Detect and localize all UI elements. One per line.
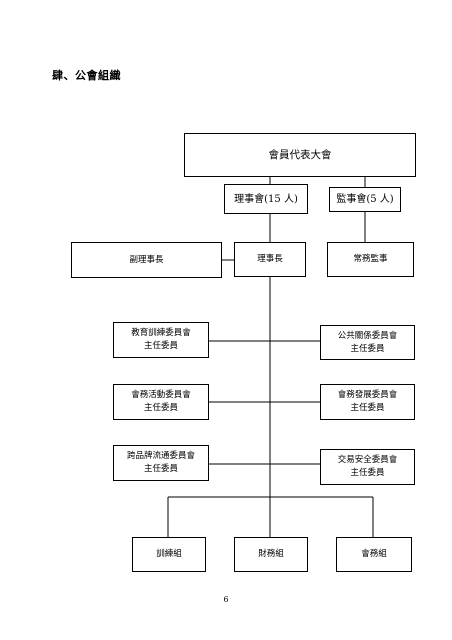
finance-group-box: 財務組 <box>234 537 308 572</box>
education-committee-name: 教育訓練委員會 <box>131 328 191 338</box>
trade-safety-committee-name: 交易安全委員會 <box>337 455 398 465</box>
page-number: 6 <box>223 595 229 604</box>
finance-group-label: 財務組 <box>258 549 284 559</box>
cross-brand-committee-name: 跨品牌流通委員會 <box>126 451 195 461</box>
chair-label: 理事長 <box>257 254 283 264</box>
education-committee-role: 主任委員 <box>143 341 178 351</box>
board-label: 理事會(15 人) <box>234 193 298 205</box>
trade-safety-committee-box: 交易安全委員會 主任委員 <box>320 449 415 485</box>
vice-chair-label: 副理事長 <box>129 254 164 265</box>
supervisors-label: 監事會(5 人) <box>336 194 394 205</box>
supervisors-box: 監事會(5 人) <box>329 187 401 212</box>
assembly-label: 會員代表大會 <box>268 148 332 161</box>
standing-supervisor-box: 常務監事 <box>327 242 414 277</box>
chair-box: 理事長 <box>234 242 306 277</box>
public-relations-committee-box: 公共關係委員會 主任委員 <box>320 325 415 360</box>
vice-chair-box: 副理事長 <box>71 242 222 278</box>
activities-committee-box: 會務活動委員會 主任委員 <box>113 384 209 420</box>
trade-safety-committee-role: 主任委員 <box>350 468 385 478</box>
development-committee-box: 會務發展委員會 主任委員 <box>320 384 415 420</box>
public-relations-committee-name: 公共關係委員會 <box>337 330 398 341</box>
activities-committee-role: 主任委員 <box>143 403 178 413</box>
activities-committee-name: 會務活動委員會 <box>131 390 191 400</box>
development-committee-role: 主任委員 <box>350 403 385 413</box>
cross-brand-committee-role: 主任委員 <box>143 464 178 474</box>
cross-brand-committee-box: 跨品牌流通委員會 主任委員 <box>113 445 209 481</box>
training-group-box: 訓練組 <box>132 537 206 572</box>
education-committee-box: 教育訓練委員會 主任委員 <box>113 322 209 358</box>
public-relations-committee-role: 主任委員 <box>350 343 385 354</box>
board-box: 理事會(15 人) <box>224 184 308 214</box>
standing-supervisor-label: 常務監事 <box>353 254 388 264</box>
assembly-box: 會員代表大會 <box>184 133 416 177</box>
development-committee-name: 會務發展委員會 <box>337 390 398 400</box>
affairs-group-label: 會務組 <box>361 549 387 559</box>
section-heading: 肆、公會組織 <box>52 69 121 82</box>
training-group-label: 訓練組 <box>156 549 182 559</box>
affairs-group-box: 會務組 <box>336 537 412 572</box>
